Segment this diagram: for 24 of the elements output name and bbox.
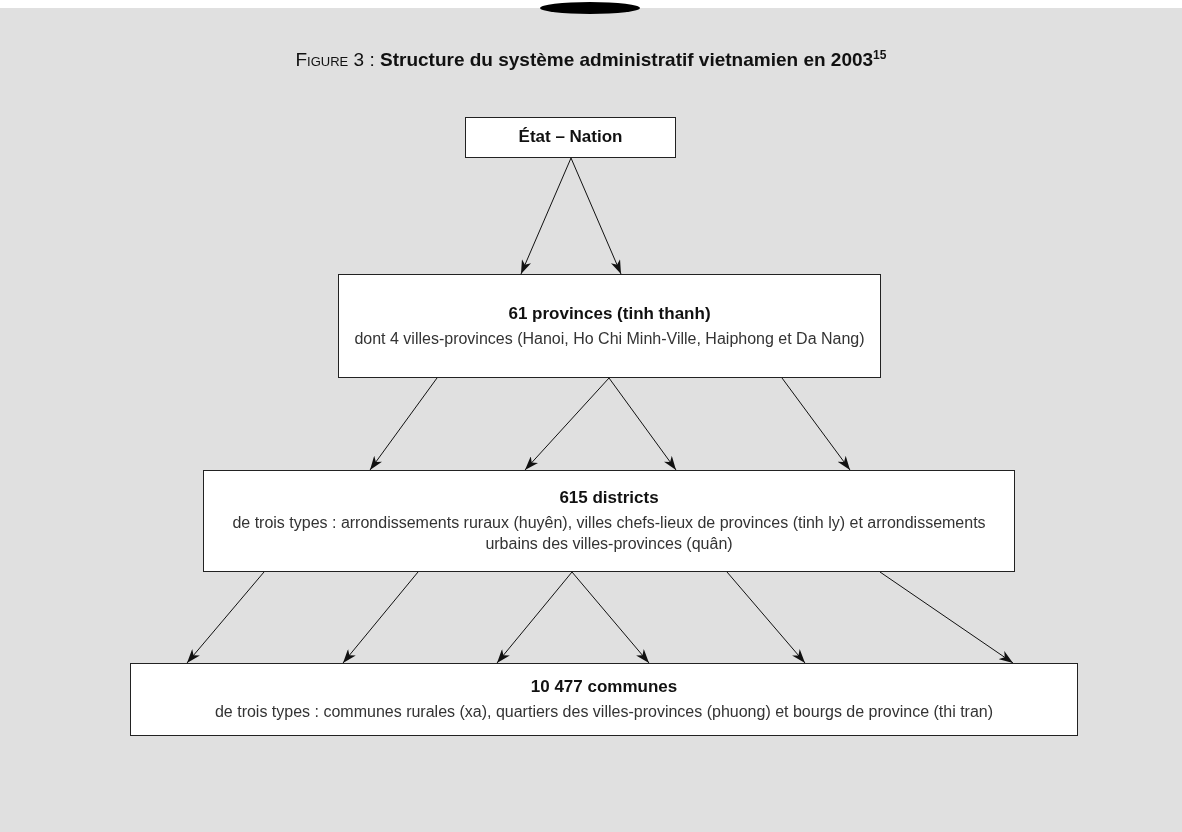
level-heading: 61 provinces (tinh thanh) [508,302,711,325]
arrow [608,377,677,471]
arrow [571,571,650,664]
arrow [520,157,572,275]
arrow [879,571,1014,664]
arrow [570,157,622,275]
level-heading: État – Nation [518,126,623,149]
level-box [465,117,676,158]
arrow [781,377,851,471]
level-heading: 615 districts [559,487,659,510]
arrow [342,571,419,664]
figure-title: Figure 3 : Structure du système administratif vietnamien en 2003$^{15}$ [295,49,887,71]
level-box [203,470,1015,572]
level-description: dont 4 villes-provinces (Hanoi, Ho Chi Minh-Ville, Haiphong et Da Nang) [354,328,865,349]
arrow [496,571,573,664]
level-heading: 10 477 communes [530,676,678,699]
level-description: de trois types : communes rurales (xa), quartiers des villes-provinces (phuong) et bourgs de province (thi tran) [214,702,994,723]
level-description: de trois types : arrondissements ruraux (huyên), villes chefs-lieux de provinces (tinh ly) et arrondissements urbains des villes-provinces (quân) [231,513,987,555]
arrow [524,377,610,471]
arrow [369,377,438,471]
level-box [130,663,1078,736]
arrow [726,571,806,664]
level-box [338,274,881,378]
arrow [186,571,265,664]
